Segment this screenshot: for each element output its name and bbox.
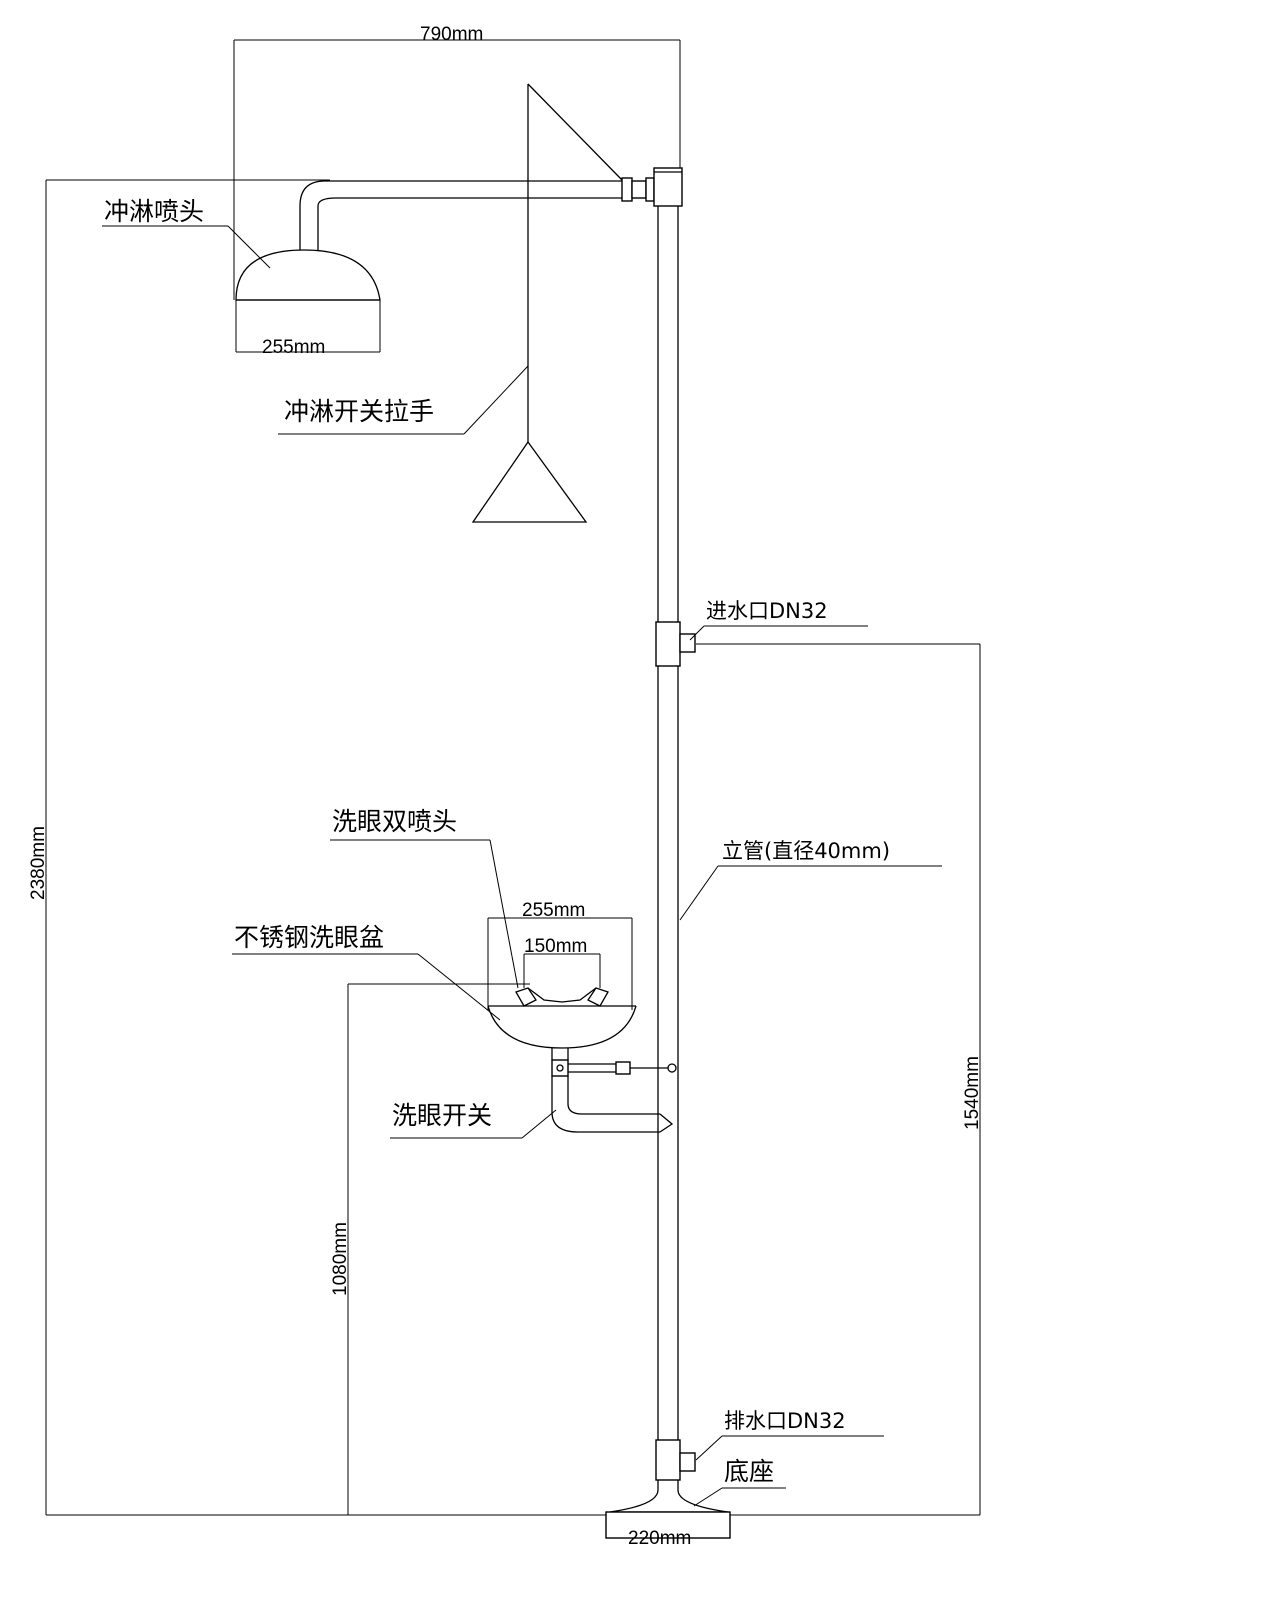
standpipe: [605, 167, 731, 1539]
dim-inlet-height: 1540mm: [962, 1056, 983, 1130]
label-eye-dual-nozzle: 洗眼双喷头: [332, 807, 457, 836]
leader-lines: [102, 225, 942, 1507]
label-base: 底座: [724, 1457, 774, 1486]
shower-head: [235, 180, 381, 353]
label-eye-switch: 洗眼开关: [392, 1101, 492, 1130]
dim-base-width: 220mm: [628, 1528, 691, 1549]
dim-total-height: 2380mm: [28, 826, 49, 900]
dim-bowl-height: 1080mm: [330, 1222, 351, 1296]
label-shower-pull: 冲淋开关拉手: [284, 397, 434, 426]
label-standpipe: 立管(直径40mm): [722, 839, 890, 863]
label-inlet: 进水口DN32: [706, 599, 828, 623]
shower-arm: [325, 177, 655, 202]
dim-total-width: 790mm: [420, 24, 483, 45]
label-shower-head: 冲淋喷头: [104, 197, 204, 226]
label-drain: 排水口DN32: [724, 1409, 846, 1433]
eyewash-switch: [551, 1059, 677, 1133]
dim-bowl-width: 255mm: [522, 900, 585, 921]
dimension-lines: [45, 39, 981, 1516]
eyewash-bowl: [487, 987, 637, 1060]
dim-shower-head-width: 255mm: [262, 337, 325, 358]
label-eye-bowl: 不锈钢洗眼盆: [234, 923, 384, 952]
shower-pull-handle: [471, 83, 623, 523]
dim-nozzle-spacing: 150mm: [524, 936, 587, 957]
